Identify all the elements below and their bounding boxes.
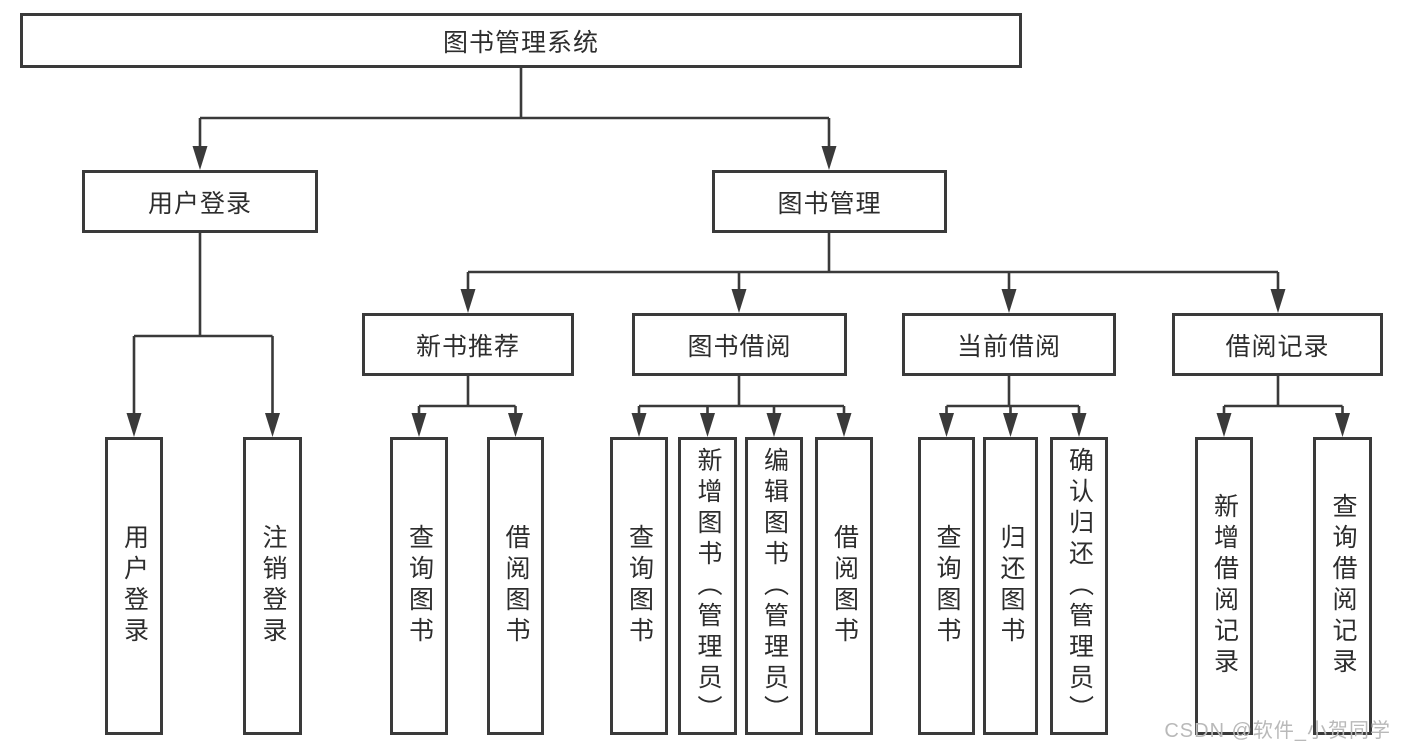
arrowhead [939, 413, 954, 437]
leaf-add-borrow-record: 新增借阅记录 [1195, 437, 1253, 735]
arrowhead [126, 413, 142, 437]
leaf-label: 注销登录 [259, 524, 287, 648]
arrowhead [700, 413, 715, 437]
leaf-label: 新增图书（管理员） [694, 446, 722, 726]
connector-root [198, 68, 831, 150]
leaf-borrow-books-recommend: 借阅图书 [487, 437, 544, 735]
leaf-query-borrow-record: 查询借阅记录 [1313, 437, 1372, 735]
arrowhead [766, 413, 782, 437]
leaf-user-login: 用户登录 [105, 437, 163, 735]
leaf-query-books-current: 查询图书 [918, 437, 975, 735]
connector-user-login [132, 233, 274, 418]
leaf-add-book-admin: 新增图书（管理员） [678, 437, 737, 735]
leaf-label: 编辑图书（管理员） [760, 446, 789, 726]
node-book-borrow: 图书借阅 [632, 313, 847, 376]
arrowhead [821, 146, 837, 170]
leaf-label: 查询借阅记录 [1329, 493, 1357, 679]
arrowhead [731, 289, 747, 313]
leaf-label: 新增借阅记录 [1210, 493, 1239, 679]
arrowhead [508, 413, 523, 437]
leaf-label: 借阅图书 [830, 524, 859, 648]
arrowhead [265, 413, 280, 437]
leaf-label: 查询图书 [405, 524, 434, 648]
arrowhead [836, 413, 852, 437]
arrowhead [1003, 413, 1018, 437]
arrowhead [1270, 289, 1286, 313]
leaf-confirm-return-admin: 确认归还（管理员） [1050, 437, 1108, 735]
node-new-book-recommend: 新书推荐 [362, 313, 574, 376]
leaf-logout: 注销登录 [243, 437, 302, 735]
connector-new-book-recommend [417, 376, 517, 418]
leaf-label: 归还图书 [997, 524, 1025, 648]
arrowhead [192, 146, 208, 170]
leaf-label: 查询图书 [933, 524, 961, 648]
arrowhead [1216, 413, 1232, 437]
node-borrow-records: 借阅记录 [1172, 313, 1383, 376]
leaf-label: 确认归还（管理员） [1065, 446, 1094, 726]
leaf-query-books-recommend: 查询图书 [390, 437, 448, 735]
arrowhead [1001, 289, 1017, 313]
leaf-return-book: 归还图书 [983, 437, 1038, 735]
leaf-label: 查询图书 [625, 524, 654, 648]
node-current-borrow: 当前借阅 [902, 313, 1116, 376]
leaf-label: 借阅图书 [502, 524, 530, 648]
arrowhead [411, 413, 427, 437]
connector-book-borrow [637, 376, 846, 418]
node-user-login: 用户登录 [82, 170, 318, 233]
connector-current-borrow [945, 376, 1081, 418]
arrowhead [631, 413, 647, 437]
node-library-system: 图书管理系统 [20, 13, 1022, 68]
leaf-query-books-borrow: 查询图书 [610, 437, 668, 735]
leaf-label: 用户登录 [120, 524, 149, 648]
arrowhead [1071, 413, 1087, 437]
node-book-management: 图书管理 [712, 170, 947, 233]
watermark: CSDN @软件_小贺同学 [1164, 720, 1391, 742]
connector-book-management [466, 233, 1280, 293]
arrowheads [126, 146, 1350, 437]
leaf-borrow-books: 借阅图书 [815, 437, 873, 735]
arrowhead [1335, 413, 1350, 437]
arrowhead [460, 289, 476, 313]
connector-borrow-records [1222, 376, 1344, 418]
leaf-edit-book-admin: 编辑图书（管理员） [745, 437, 803, 735]
